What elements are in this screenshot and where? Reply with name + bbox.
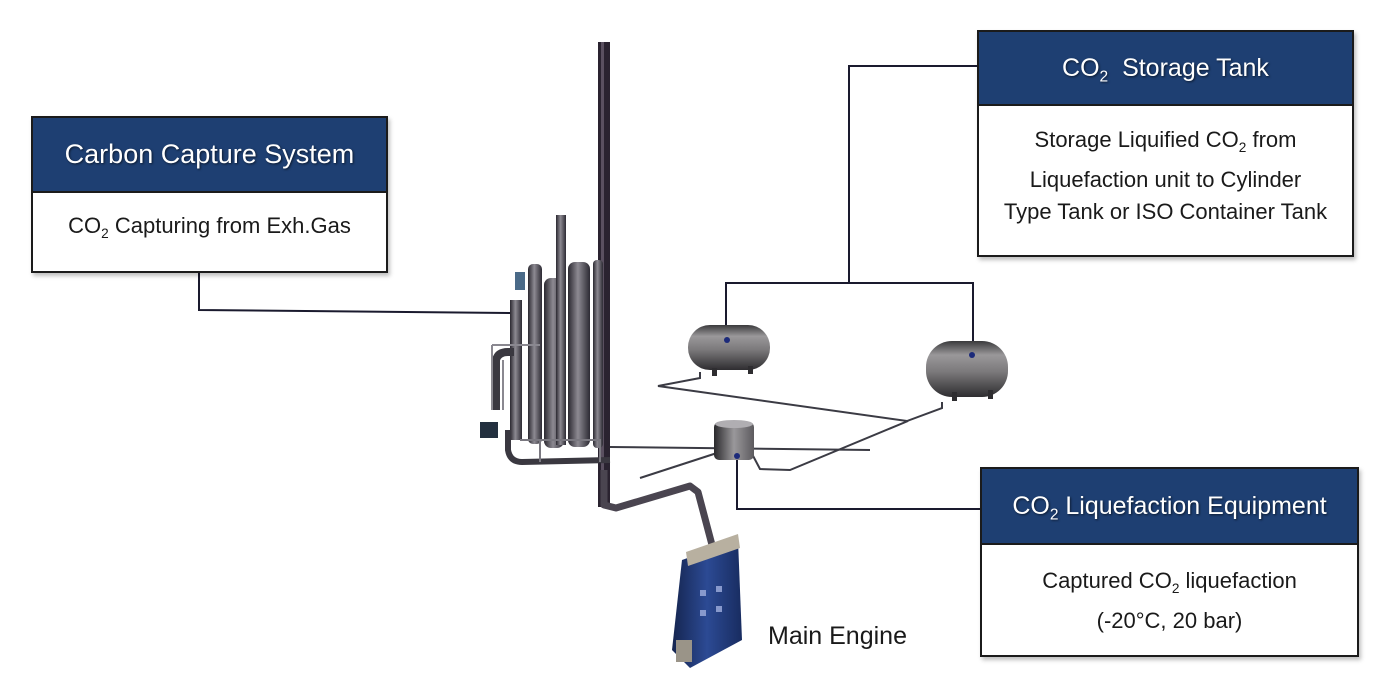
text-rest: Capturing from Exh.Gas — [108, 213, 351, 238]
connector-storage-tank-branch — [725, 282, 974, 355]
description-line-1: Captured CO2 liquefaction — [982, 565, 1357, 605]
callout-title: CO2 Liquefaction Equipment — [982, 469, 1357, 545]
connector-storage-tank — [848, 65, 977, 283]
connector-liquefaction — [736, 455, 980, 510]
capture-towers-icon — [480, 215, 611, 466]
subscript-2: 2 — [1238, 139, 1247, 155]
subscript-2: 2 — [1049, 506, 1059, 524]
callout-title: Carbon Capture System — [33, 118, 386, 193]
storage-tank-icon — [688, 325, 770, 376]
exhaust-duct-icon — [600, 470, 720, 561]
liquefaction-unit-icon — [714, 420, 754, 460]
main-engine-label: Main Engine — [768, 622, 907, 650]
description-line-2: (-20°C, 20 bar) — [1096, 607, 1243, 633]
callout-description: Captured CO2 liquefaction (-20°C, 20 bar… — [982, 545, 1357, 637]
co2-storage-tank-callout: CO2 Storage Tank Storage Liquified CO2 f… — [977, 30, 1354, 257]
description-line-2: Liquefaction unit to Cylinder — [1029, 166, 1302, 192]
callout-connectors — [198, 65, 980, 510]
carbon-capture-system-callout: Carbon Capture System CO2 Capturing from… — [31, 116, 388, 273]
subscript-2: 2 — [101, 225, 109, 241]
callout-description: CO2 Capturing from Exh.Gas — [33, 193, 386, 241]
subscript-2: 2 — [1171, 580, 1180, 596]
storage-tank-icon — [926, 341, 1008, 401]
text: Storage Liquified CO — [1034, 127, 1239, 152]
connector-carbon-capture — [198, 270, 513, 314]
description-line-3: Type Tank or ISO Container Tank — [1003, 198, 1328, 224]
text: from — [1246, 127, 1297, 152]
text-co: CO — [1012, 492, 1050, 520]
text: liquefaction — [1179, 568, 1297, 593]
subscript-2: 2 — [1099, 68, 1109, 86]
co2-piping — [609, 372, 943, 479]
text-co: CO — [68, 213, 102, 238]
text: Captured CO — [1042, 568, 1172, 593]
co2-liquefaction-equipment-callout: CO2 Liquefaction Equipment Captured CO2 … — [980, 467, 1359, 657]
text-co: CO — [1062, 54, 1100, 82]
text-rest: Storage Tank — [1108, 54, 1269, 82]
main-engine-icon — [672, 534, 742, 668]
description-line-1: Storage Liquified CO2 from — [979, 124, 1352, 164]
callout-description: Storage Liquified CO2 from Liquefaction … — [979, 106, 1352, 228]
text-rest: Liquefaction Equipment — [1058, 492, 1327, 520]
callout-title: CO2 Storage Tank — [979, 32, 1352, 106]
